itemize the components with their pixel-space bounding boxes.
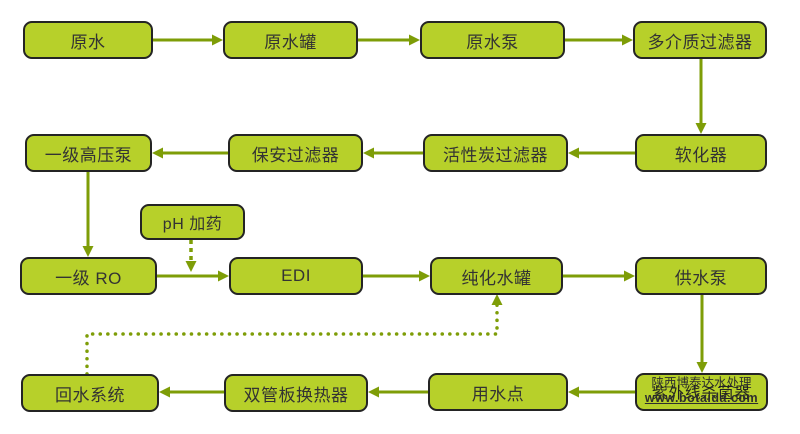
node-label: 软化器 xyxy=(674,145,728,165)
node-point-of-use: 用水点 xyxy=(428,373,568,411)
node-raw-water-tank: 原水罐 xyxy=(223,21,358,59)
node-label: 用水点 xyxy=(471,384,525,404)
node-uv-sterilizer: 陕西博泰达水处理 紫外线杀菌器 www.botaida.com xyxy=(635,373,768,411)
node-label: EDI xyxy=(281,266,311,285)
node-label: pH 加药 xyxy=(162,216,223,233)
node-label: 纯化水罐 xyxy=(461,268,532,288)
node-ph-dosing: pH 加药 xyxy=(140,204,245,240)
node-edi: EDI xyxy=(229,257,363,295)
node-multimedia-filter: 多介质过滤器 xyxy=(633,21,767,59)
node-label: 多介质过滤器 xyxy=(647,32,753,52)
node-label: 原水罐 xyxy=(264,32,317,52)
edge-return-water-recycle xyxy=(85,294,503,376)
node-softener: 软化器 xyxy=(635,134,767,172)
watermark-text: 陕西博泰达水处理 xyxy=(651,376,752,390)
node-label: 保安过滤器 xyxy=(251,145,340,165)
watermark-url: www.botaida.com xyxy=(644,391,759,405)
node-label: 一级 RO xyxy=(55,268,122,288)
node-label: 原水 xyxy=(70,32,106,52)
node-label: 双管板换热器 xyxy=(243,385,349,405)
node-label: 原水泵 xyxy=(466,32,519,52)
node-label: 活性炭过滤器 xyxy=(443,145,548,165)
node-raw-water: 原水 xyxy=(23,21,153,59)
node-supply-pump: 供水泵 xyxy=(635,257,767,295)
node-label: 紫外线杀菌器 xyxy=(651,385,751,402)
node-first-stage-ro: 一级 RO xyxy=(20,257,157,295)
node-return-water-system: 回水系统 xyxy=(21,374,159,412)
node-activated-carbon-filter: 活性炭过滤器 xyxy=(423,134,568,172)
node-label: 回水系统 xyxy=(55,385,125,405)
node-purified-water-tank: 纯化水罐 xyxy=(430,257,563,295)
node-label: 供水泵 xyxy=(674,268,728,288)
node-double-tubesheet-heat-exchanger: 双管板换热器 xyxy=(224,374,368,412)
node-raw-water-pump: 原水泵 xyxy=(420,21,565,59)
node-security-filter: 保安过滤器 xyxy=(228,134,363,172)
node-label: 一级高压泵 xyxy=(44,145,133,165)
node-first-stage-hp-pump: 一级高压泵 xyxy=(25,134,152,172)
